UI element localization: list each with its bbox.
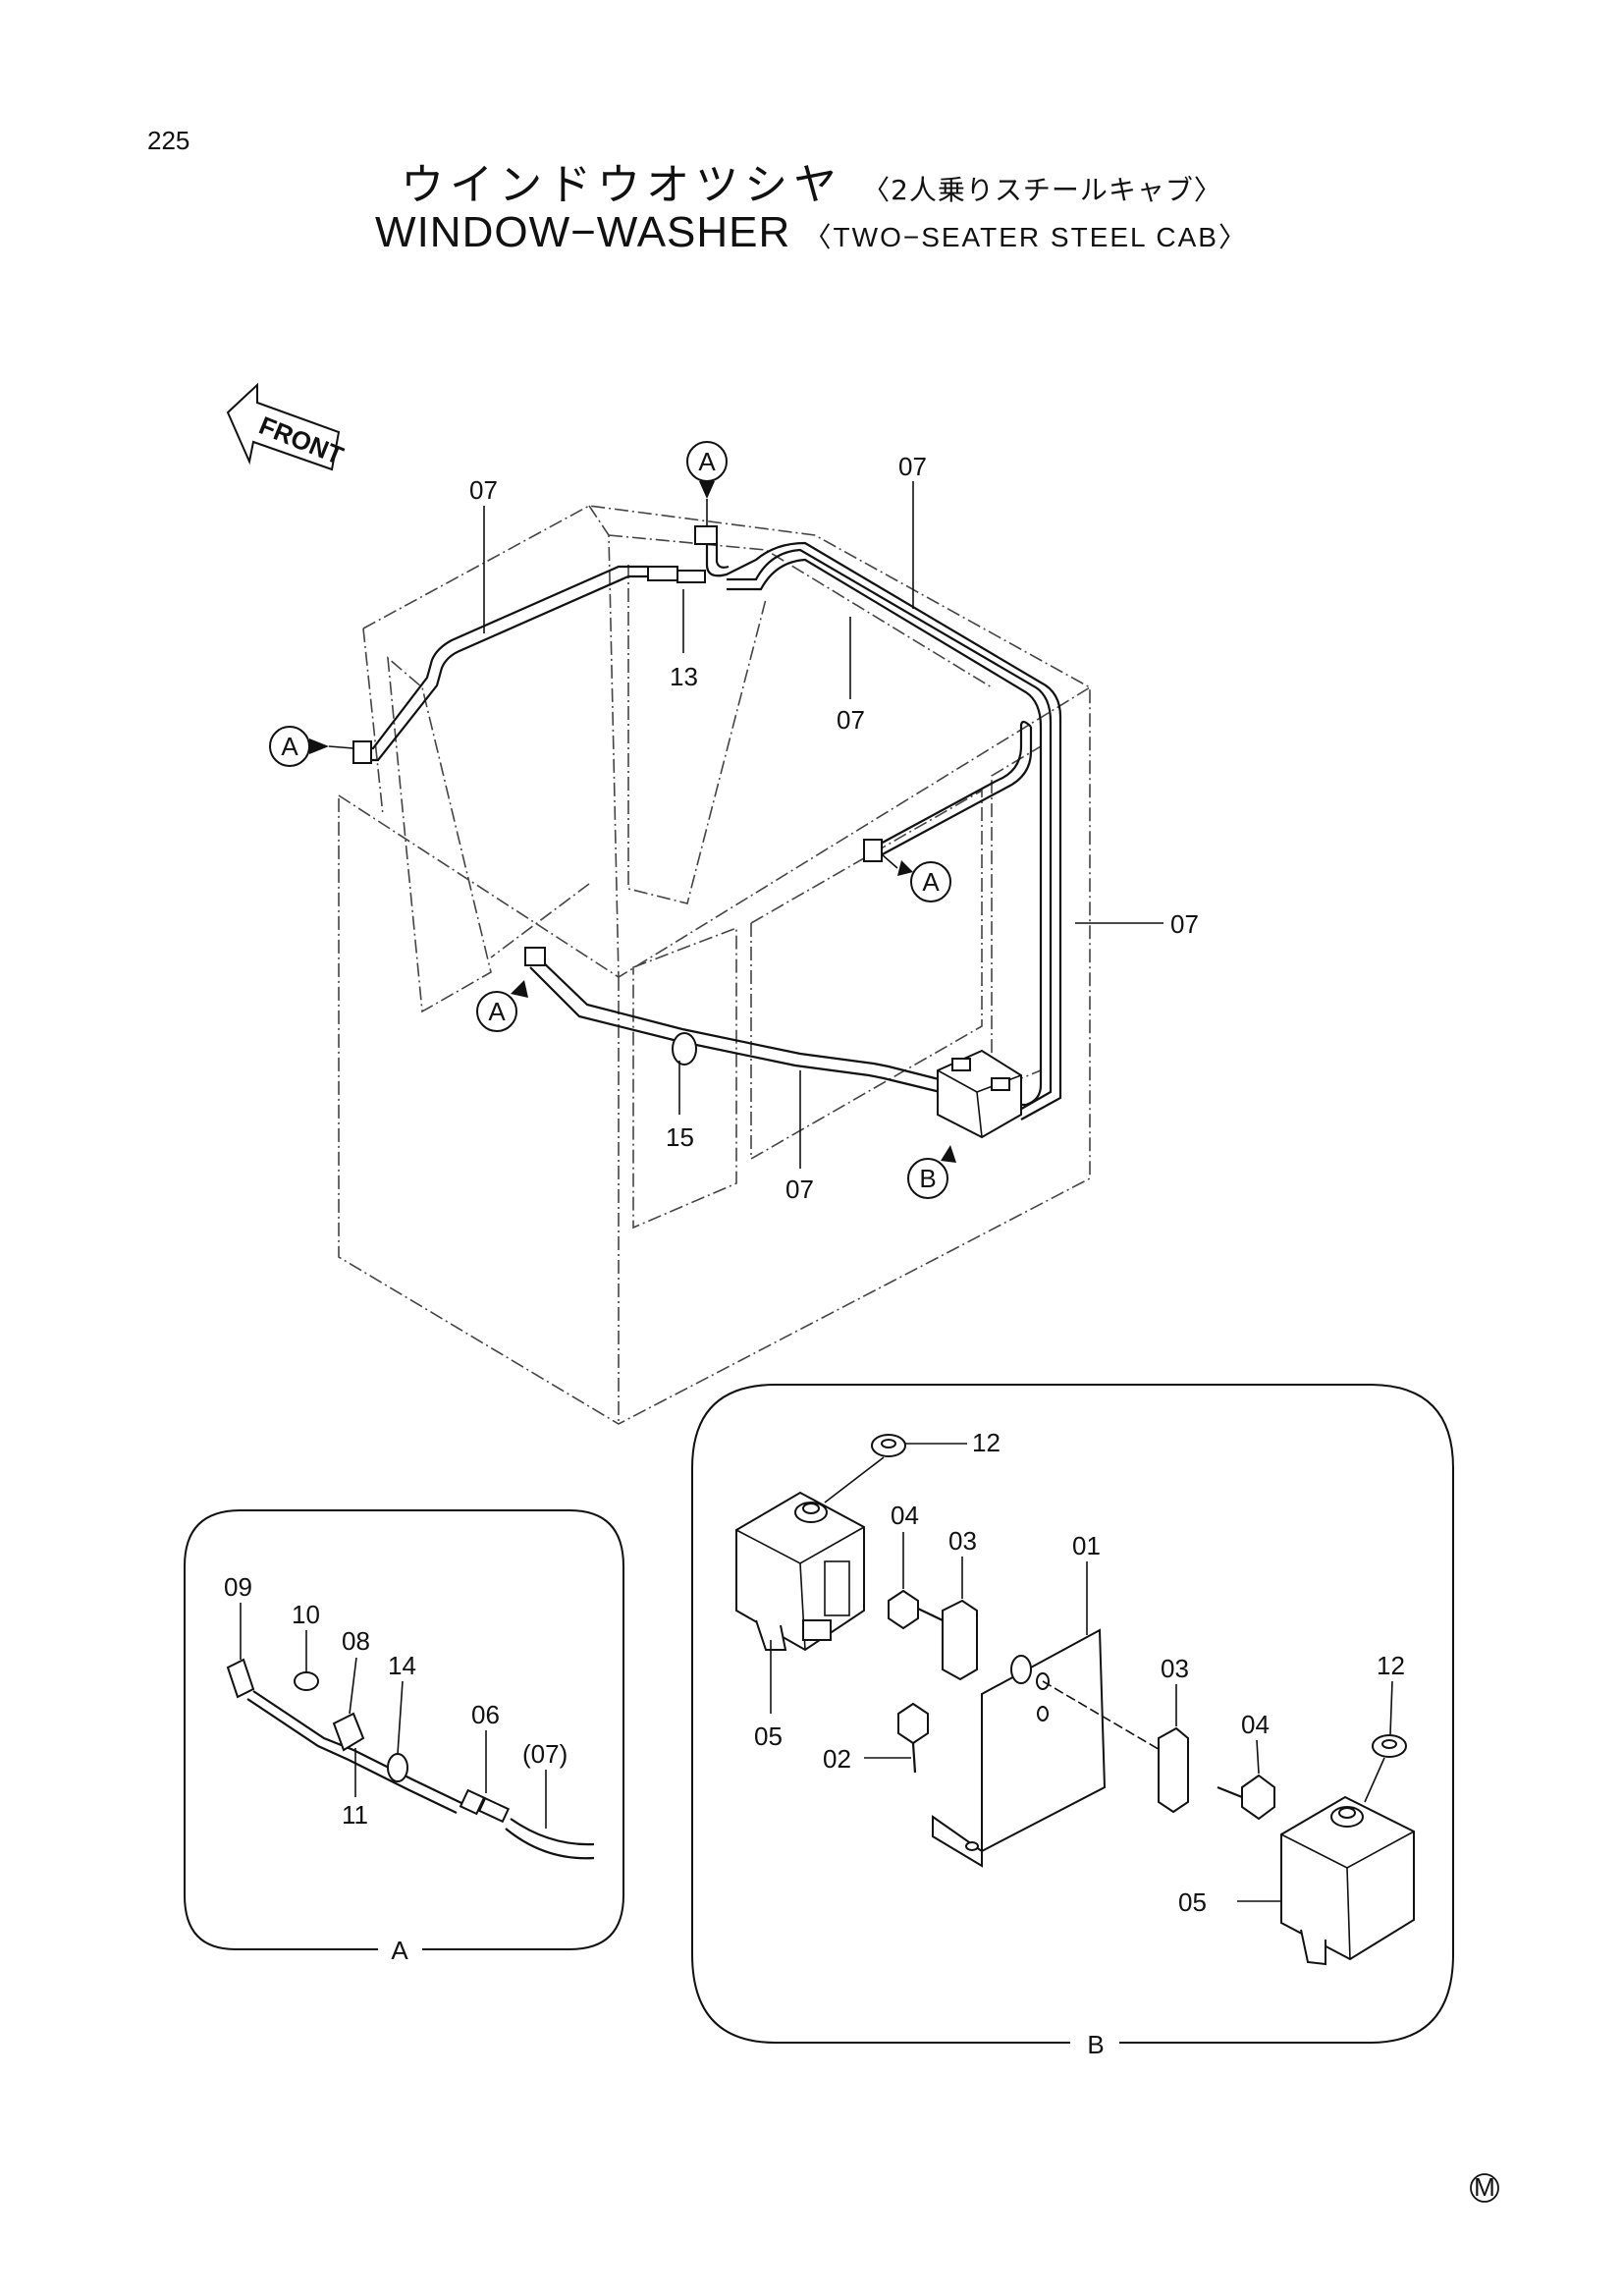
svg-text:A: A xyxy=(698,447,716,476)
label-b-01: 01 xyxy=(1072,1531,1101,1560)
title-japanese-main: ウインドウオツシヤ xyxy=(401,160,843,210)
svg-text:A: A xyxy=(488,997,506,1026)
pipe-fittings xyxy=(352,525,883,1066)
label-07-mid: 07 xyxy=(837,705,865,735)
main-leaders xyxy=(483,481,1163,1169)
front-arrow-icon: FRONT xyxy=(226,382,348,471)
detail-a-panel: A 09 10 08 14 06 (07) 11 xyxy=(184,1509,624,1965)
label-b-04-left: 04 xyxy=(891,1501,919,1530)
label-a-14: 14 xyxy=(388,1651,416,1680)
label-a-10: 10 xyxy=(292,1600,320,1629)
label-b-03-left: 03 xyxy=(948,1526,977,1556)
callout-a-bottom: A xyxy=(476,980,528,1032)
label-a-11: 11 xyxy=(342,1800,368,1830)
label-07-top-left: 07 xyxy=(469,475,498,505)
callout-a-top: A xyxy=(686,441,728,526)
callout-b-main: B xyxy=(907,1145,956,1199)
label-b-03-right: 03 xyxy=(1161,1654,1189,1683)
label-b-05-left: 05 xyxy=(754,1722,783,1751)
title-english: WINDOW−WASHER 〈TWO−SEATER STEEL CAB〉 xyxy=(0,208,1623,257)
detail-a-caption: A xyxy=(391,1936,408,1965)
label-b-02: 02 xyxy=(823,1744,851,1774)
footer-mark-icon: M xyxy=(1470,2172,1499,2203)
washer-tank-main xyxy=(937,1049,1022,1139)
label-07-right: 07 xyxy=(1170,909,1199,939)
washer-pipes xyxy=(355,541,1062,1121)
footer-mark: M xyxy=(1474,2172,1495,2202)
label-13: 13 xyxy=(670,662,698,691)
detail-b-panel: B xyxy=(691,1384,1454,2059)
label-a-09: 09 xyxy=(224,1572,252,1602)
cab-outline xyxy=(338,505,1091,1425)
label-a-08: 08 xyxy=(342,1626,370,1656)
callout-a-left: A xyxy=(269,726,354,767)
label-b-04-right: 04 xyxy=(1241,1710,1270,1739)
label-07-top-right: 07 xyxy=(898,452,927,481)
label-a-07: (07) xyxy=(522,1739,568,1769)
title-english-main: WINDOW−WASHER xyxy=(375,208,791,256)
title-english-sub: 〈TWO−SEATER STEEL CAB〉 xyxy=(803,222,1248,252)
page-number: 225 xyxy=(147,126,190,155)
label-b-05-right: 05 xyxy=(1178,1887,1207,1917)
label-07-bottom: 07 xyxy=(785,1175,814,1204)
detail-b-caption: B xyxy=(1087,2030,1104,2059)
label-b-12-top: 12 xyxy=(972,1428,1001,1457)
svg-text:B: B xyxy=(919,1164,936,1193)
label-15: 15 xyxy=(666,1122,694,1152)
title-japanese: ウインドウオツシヤ 〈2人乗りスチールキャブ〉 xyxy=(0,149,1623,212)
label-b-12-right: 12 xyxy=(1377,1651,1405,1680)
label-a-06: 06 xyxy=(471,1700,500,1729)
svg-text:A: A xyxy=(922,867,940,897)
svg-text:A: A xyxy=(281,732,298,761)
callout-a-right: A xyxy=(881,853,951,902)
title-japanese-sub: 〈2人乗りスチールキャブ〉 xyxy=(862,174,1222,206)
